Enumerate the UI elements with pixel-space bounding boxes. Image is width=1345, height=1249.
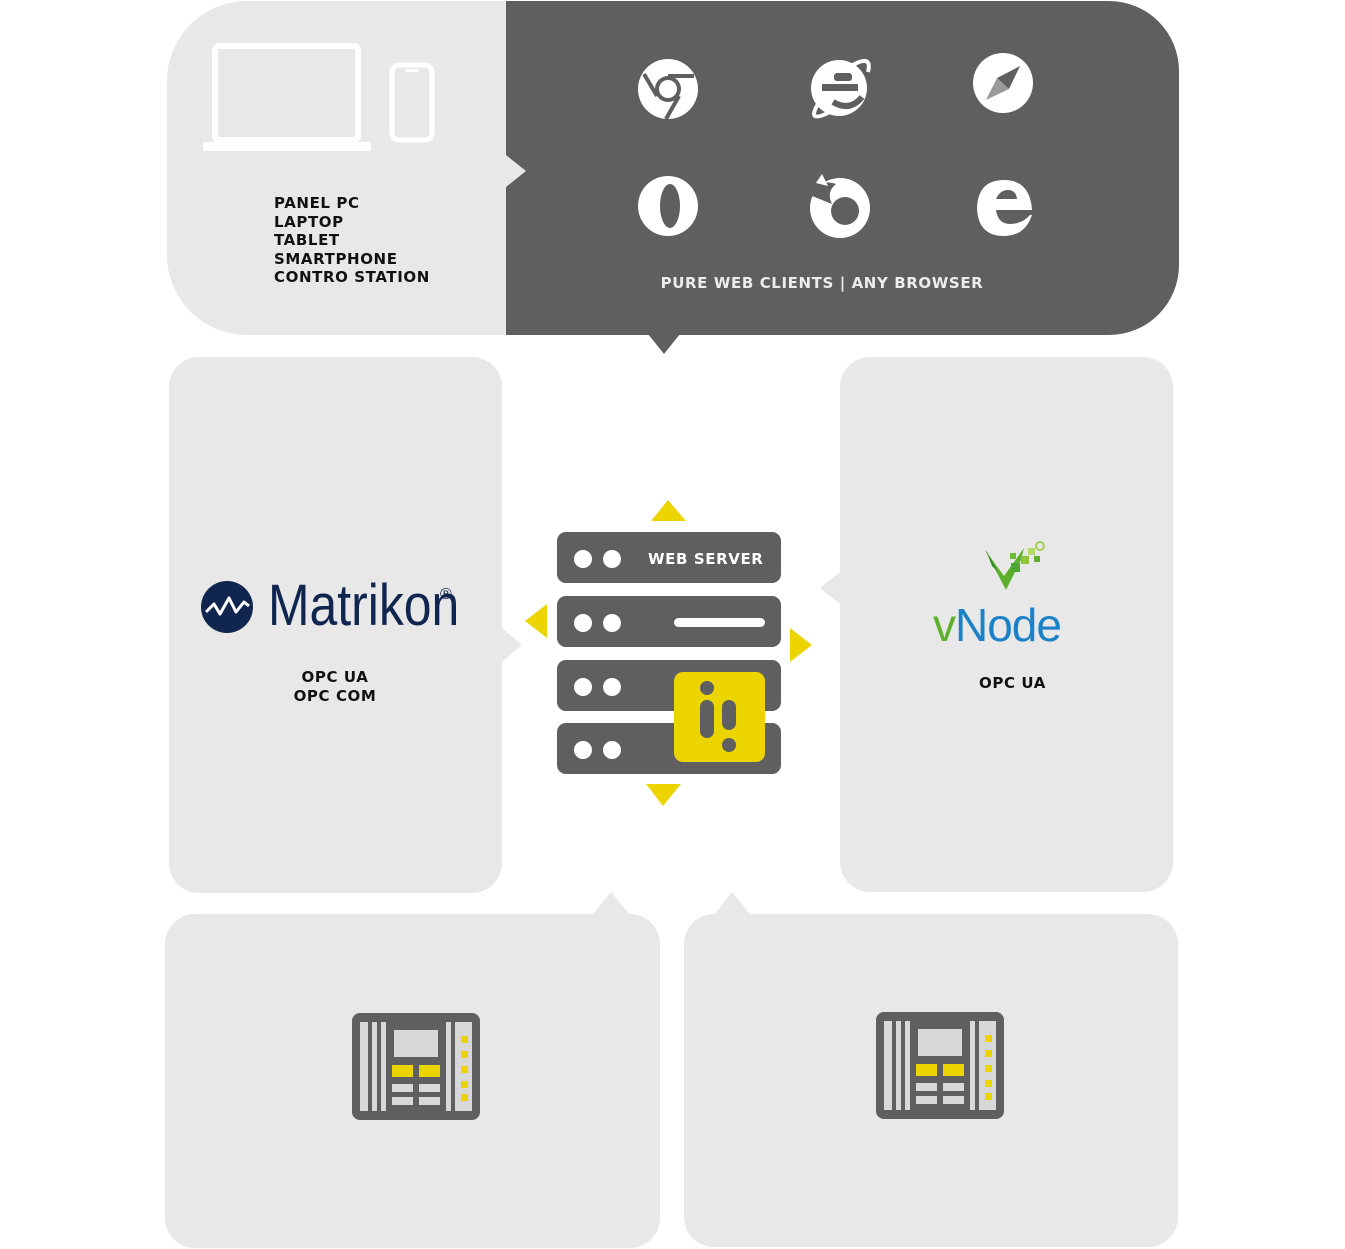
web-clients-panel xyxy=(506,1,1179,335)
safari-icon xyxy=(973,53,1033,113)
vnode-logo-node: Node xyxy=(955,599,1062,651)
protocol-opc-com: OPC COM xyxy=(293,686,377,705)
device-line: LAPTOP xyxy=(274,212,344,231)
protocol-opc-ua: OPC UA xyxy=(979,674,1046,692)
device-line: CONTRO STATION xyxy=(274,268,430,286)
web-server-label: WEB SERVER xyxy=(648,550,764,568)
opera-icon xyxy=(638,176,698,236)
device-line: SMARTPHONE xyxy=(274,249,398,268)
chrome-icon xyxy=(638,59,698,120)
vnode-panel xyxy=(840,357,1173,892)
vnode-protocols: OPC UA xyxy=(940,674,1085,693)
device-line: PANEL PC xyxy=(274,194,360,212)
arrow-down xyxy=(646,784,681,806)
internet-explorer-icon xyxy=(811,59,871,119)
arrow-up xyxy=(651,500,686,521)
vnode-logo-v: v xyxy=(933,599,956,651)
matrikon-protocols: OPC UA OPC COM xyxy=(250,668,420,705)
arrow-left xyxy=(525,604,547,638)
pointer-left-notch xyxy=(506,155,526,187)
pointer-down xyxy=(648,334,680,354)
firefox-icon xyxy=(810,174,870,238)
plc-left-pointer xyxy=(593,892,629,914)
vnode-pointer xyxy=(820,572,840,604)
device-list: PANEL PC LAPTOP TABLET SMARTPHONE CONTRO… xyxy=(274,194,430,287)
matrikon-pointer xyxy=(502,628,522,662)
edge-icon xyxy=(977,180,1032,236)
registered-mark: ® xyxy=(440,586,452,603)
arrow-right xyxy=(790,628,812,662)
vnode-logo-text: vNode xyxy=(933,599,1062,651)
protocol-opc-ua: OPC UA xyxy=(301,668,369,686)
matrikon-logo-text: Matrikon xyxy=(268,573,460,638)
web-clients-caption: PURE WEB CLIENTS | ANY BROWSER xyxy=(660,274,984,292)
device-line: TABLET xyxy=(274,231,340,249)
plc-right-pointer xyxy=(715,892,750,914)
